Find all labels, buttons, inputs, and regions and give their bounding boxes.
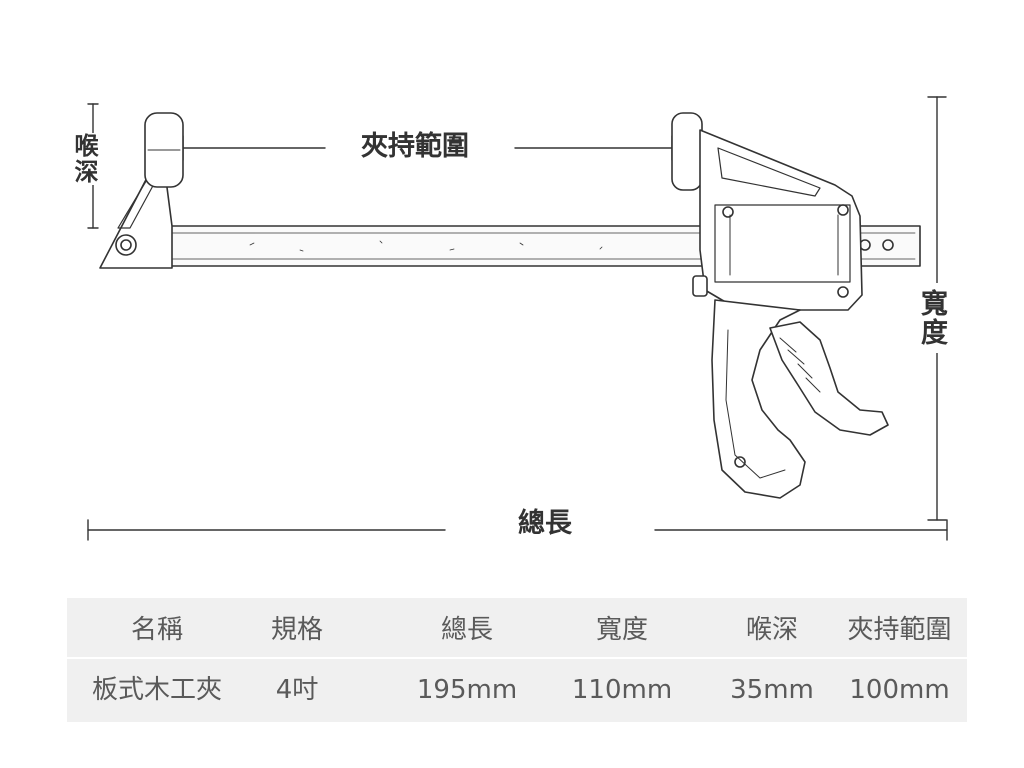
header-cell-spec: 規格 (270, 615, 323, 645)
spec-table: 名稱 規格 總長 寬度 喉深 夾持範圍 板式木工夾 4吋 195mm 110mm… (67, 598, 967, 722)
moving-jaw-body (671, 112, 889, 499)
total-length-dimension-line (87, 519, 948, 541)
header-cell-width: 寬度 (595, 615, 648, 645)
header-cell-throat-depth: 喉深 (745, 615, 798, 645)
header-cell-clamp-range: 夾持範圍 (847, 615, 952, 645)
spec-table-header-row: 名稱 規格 總長 寬度 喉深 夾持範圍 (67, 600, 967, 660)
value-cell-throat-depth: 35mm (730, 675, 814, 705)
width-label: 寬度 (916, 283, 947, 353)
throat-depth-label: 喉深 (70, 133, 98, 185)
bar-clamp-diagram (87, 96, 948, 541)
header-cell-name: 名稱 (130, 615, 183, 645)
value-cell-total-length: 195mm (416, 675, 518, 705)
header-cell-total-length: 總長 (440, 615, 493, 645)
value-cell-clamp-range: 100mm (849, 675, 950, 705)
table-row: 板式木工夾 4吋 195mm 110mm 35mm 100mm (67, 660, 967, 720)
fixed-jaw (99, 112, 184, 269)
value-cell-spec: 4吋 (275, 675, 319, 705)
clamp-range-label: 夾持範圍 (355, 133, 475, 160)
value-cell-name: 板式木工夾 (91, 675, 222, 705)
table-divider (67, 657, 967, 659)
value-cell-width: 110mm (571, 675, 673, 705)
total-length-label: 總長 (512, 510, 578, 537)
